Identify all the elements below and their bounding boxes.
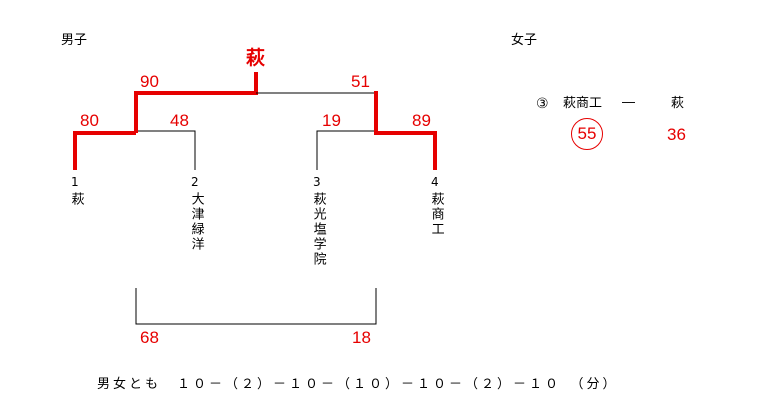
boys-champion: 萩 <box>246 47 266 69</box>
team3-seed: 3 <box>313 175 321 189</box>
final-right-score: 51 <box>351 72 370 91</box>
team4-seed: 4 <box>431 175 439 189</box>
team3-name: 萩光塩学院 <box>310 192 326 267</box>
girls-score-b: 36 <box>667 125 686 144</box>
girls-match-number: ③ <box>536 96 549 112</box>
bracket-line-team4-win <box>376 131 437 170</box>
team1-seed: 1 <box>71 175 79 189</box>
girls-winner-circle: 55 <box>571 118 603 150</box>
semi1-left-score: 80 <box>80 111 99 130</box>
bracket-line-final-left-win <box>134 72 258 133</box>
semi2-left-score: 19 <box>322 111 341 130</box>
game-time-note: 男女とも １０－（２）－１０－（１０）－１０－（２）－１０ （分） <box>97 377 619 392</box>
semi1-right-score: 48 <box>170 111 189 130</box>
girls-dash: ― <box>622 95 635 110</box>
bracket-line-team3 <box>316 130 376 170</box>
girls-team-b: 萩 <box>671 96 685 111</box>
girls-title: 女子 <box>511 33 538 48</box>
team2-seed: 2 <box>191 175 199 189</box>
semi2-right-score: 89 <box>412 111 431 130</box>
team2-name: 大津緑洋 <box>188 192 204 252</box>
girls-score-a: 55 <box>577 124 597 143</box>
bracket-line-team1-win <box>73 131 136 170</box>
team1-name: 萩 <box>68 192 84 207</box>
girls-team-a: 萩商工 <box>563 96 603 111</box>
team4-name: 萩商工 <box>428 192 444 237</box>
final-left-score: 90 <box>140 72 159 91</box>
third-right-score: 18 <box>352 328 371 347</box>
third-left-score: 68 <box>140 328 159 347</box>
boys-title: 男子 <box>61 33 88 48</box>
bracket-line-team2 <box>136 130 196 170</box>
bracket-line-third-place <box>135 288 377 325</box>
